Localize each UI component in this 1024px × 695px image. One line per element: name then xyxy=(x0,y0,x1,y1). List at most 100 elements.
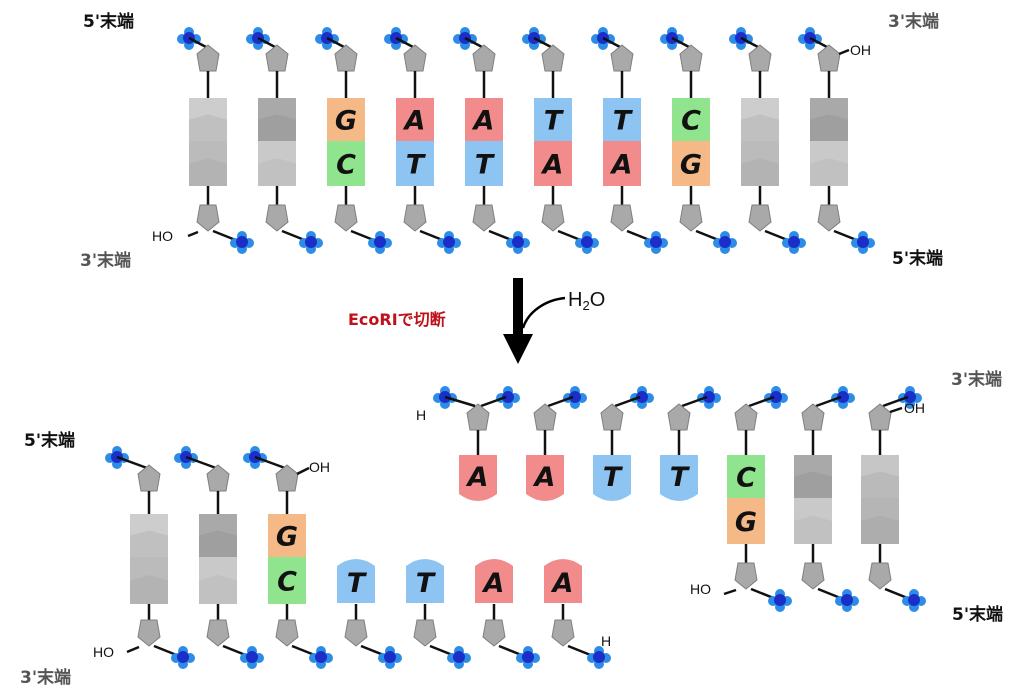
sugar-pentagon-icon xyxy=(734,562,758,590)
bottom-base-block xyxy=(534,141,572,186)
bottom-base-block xyxy=(189,141,227,186)
bottom-base-block xyxy=(327,141,365,186)
down-arrow-icon xyxy=(503,278,533,364)
left-frag-5prime-label: 5'末端 xyxy=(24,430,75,451)
base-C-label: C xyxy=(336,150,356,181)
ho-label: HO xyxy=(93,644,114,660)
sugar-pentagon-icon xyxy=(472,204,496,232)
top-base-block xyxy=(396,98,434,141)
phosphate-group-icon xyxy=(506,231,530,254)
top-base-block xyxy=(794,455,832,498)
phosphate-group-icon xyxy=(437,231,461,254)
sugar-pentagon-icon xyxy=(137,464,161,492)
sugar-pentagon-icon xyxy=(196,204,220,232)
sugar-pentagon-icon xyxy=(403,44,427,72)
sugar-pentagon-icon xyxy=(610,44,634,72)
base-A-label: A xyxy=(541,150,564,181)
sugar-pentagon-icon xyxy=(748,44,772,72)
phosphate-group-icon xyxy=(171,646,195,669)
sugar-pentagon-icon xyxy=(817,44,841,72)
water-label: H2O xyxy=(568,289,605,313)
base-T-label: T xyxy=(544,106,565,137)
phosphate-group-icon xyxy=(835,589,859,612)
overhang-base-block xyxy=(459,455,497,501)
sugar-pentagon-icon xyxy=(868,562,892,590)
phosphate-group-icon xyxy=(563,386,587,409)
sugar-pentagon-icon xyxy=(533,403,557,431)
top-left-5prime-label: 5'末端 xyxy=(83,11,134,32)
sugar-pentagon-icon xyxy=(466,403,490,431)
base-A-label: A xyxy=(466,462,489,493)
top-base-block xyxy=(861,455,899,498)
base-A-label: A xyxy=(472,106,495,137)
bottom-base-block xyxy=(130,557,168,604)
overhang-base-block xyxy=(406,559,444,603)
top-base-block xyxy=(534,98,572,141)
sugar-pentagon-icon xyxy=(413,619,437,647)
bottom-base-block xyxy=(199,557,237,604)
sugar-pentagon-icon xyxy=(334,204,358,232)
bottom-base-block xyxy=(603,141,641,186)
phosphate-group-icon xyxy=(516,646,540,669)
ho-label: HO xyxy=(152,228,173,244)
phosphate-group-icon xyxy=(697,386,721,409)
sugar-pentagon-icon xyxy=(679,204,703,232)
sugar-pentagon-icon xyxy=(137,619,161,647)
sugar-pentagon-icon xyxy=(610,204,634,232)
phosphate-group-icon xyxy=(831,386,855,409)
sugar-pentagon-icon xyxy=(801,403,825,431)
base-G-label: G xyxy=(735,507,757,538)
base-C-label: C xyxy=(736,463,756,494)
bottom-base-block xyxy=(396,141,434,186)
sugar-pentagon-icon xyxy=(600,403,624,431)
sugar-pentagon-icon xyxy=(734,403,758,431)
left-frag-3prime-label: 3'末端 xyxy=(20,667,71,688)
top-base-block xyxy=(258,98,296,141)
bottom-base-block xyxy=(727,498,765,544)
phosphate-group-icon xyxy=(299,231,323,254)
base-A-label: A xyxy=(610,150,633,181)
sugar-pentagon-icon xyxy=(344,619,368,647)
top-right-3prime-label: 3'末端 xyxy=(888,11,939,32)
sugar-pentagon-icon xyxy=(334,44,358,72)
phosphate-group-icon xyxy=(575,231,599,254)
overhang-base-block xyxy=(337,559,375,603)
sugar-pentagon-icon xyxy=(196,44,220,72)
phosphate-group-icon xyxy=(309,646,333,669)
base-C-label: C xyxy=(277,567,297,598)
top-base-block xyxy=(727,455,765,498)
sugar-pentagon-icon xyxy=(541,44,565,72)
phosphate-group-icon xyxy=(368,231,392,254)
bottom-base-block xyxy=(672,141,710,186)
h-label: H xyxy=(601,633,611,649)
sugar-pentagon-icon xyxy=(403,204,427,232)
top-base-block xyxy=(327,98,365,141)
bottom-base-block xyxy=(861,498,899,544)
phosphate-group-icon xyxy=(764,386,788,409)
phosphate-group-icon xyxy=(630,386,654,409)
enzyme-label: EcoRIで切断 xyxy=(348,310,446,329)
sugar-pentagon-icon xyxy=(801,562,825,590)
bottom-base-block xyxy=(465,141,503,186)
bottom-base-block xyxy=(794,498,832,544)
phosphate-group-icon xyxy=(851,231,875,254)
sugar-pentagon-icon xyxy=(667,403,691,431)
base-T-label: T xyxy=(613,106,634,137)
base-T-label: T xyxy=(347,568,368,599)
phosphate-group-icon xyxy=(496,386,520,409)
sugar-pentagon-icon xyxy=(679,44,703,72)
bottom-base-block xyxy=(810,141,848,186)
top-base-block xyxy=(199,514,237,557)
phosphate-group-icon xyxy=(713,231,737,254)
base-G-label: G xyxy=(276,522,298,553)
top-base-block xyxy=(603,98,641,141)
base-C-label: C xyxy=(681,106,701,137)
sugar-pentagon-icon xyxy=(817,204,841,232)
top-base-block xyxy=(465,98,503,141)
phosphate-group-icon xyxy=(240,646,264,669)
sugar-pentagon-icon xyxy=(541,204,565,232)
base-A-label: A xyxy=(482,568,505,599)
